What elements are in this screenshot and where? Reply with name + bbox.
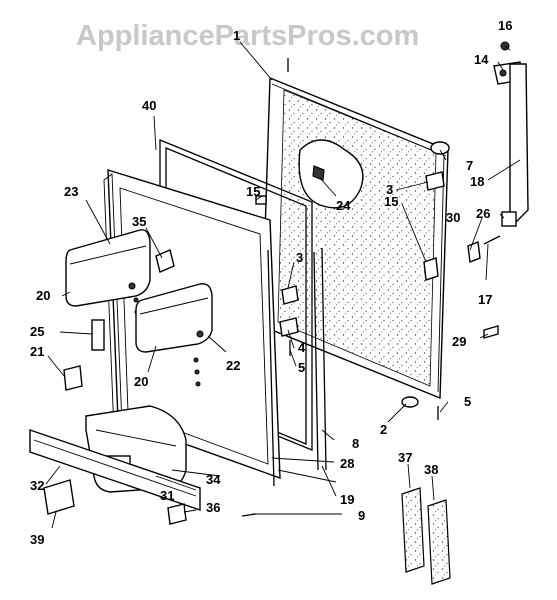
callout-32: 32 (30, 478, 44, 493)
callout-19: 19 (340, 492, 354, 507)
callout-labels: 1 2 3 3 4 5 5 7 8 9 14 15 15 16 17 18 19… (30, 18, 512, 547)
door-handle-18 (509, 63, 529, 224)
callout-15-right: 15 (384, 194, 398, 209)
callout-39: 39 (30, 532, 44, 547)
shelf-retainer-25 (91, 319, 105, 351)
callout-20-lower: 20 (134, 374, 148, 389)
callout-34: 34 (206, 472, 221, 487)
bracket-4 (279, 317, 299, 337)
screw-17 (483, 235, 501, 245)
outer-door-panel (261, 76, 449, 400)
end-cap-39 (43, 479, 75, 515)
callout-30: 30 (446, 210, 460, 225)
callout-36: 36 (206, 500, 220, 515)
callout-35: 35 (132, 214, 146, 229)
spacer-37 (401, 487, 425, 573)
callout-37: 37 (398, 450, 412, 465)
callout-16: 16 (498, 18, 512, 33)
bracket-3-lower (281, 285, 299, 305)
leader-lines (45, 41, 521, 529)
watermark: AppliancePartsPros.com (76, 20, 419, 52)
door-shelf-upper (65, 229, 151, 307)
callout-5-left: 5 (298, 360, 305, 375)
callout-7: 7 (466, 158, 473, 173)
hinge-bracket-3-upper (425, 171, 445, 191)
callout-25: 25 (30, 324, 44, 339)
plug-29 (483, 325, 499, 339)
bracket-21 (63, 365, 83, 391)
callout-22: 22 (226, 358, 240, 373)
callout-40: 40 (142, 98, 156, 113)
stop-bracket-15 (423, 257, 439, 281)
clip-24 (312, 165, 325, 181)
callout-8: 8 (352, 436, 359, 451)
callout-4: 4 (298, 340, 306, 355)
callout-18: 18 (470, 174, 484, 189)
callout-29: 29 (452, 334, 466, 349)
end-cap-36 (167, 503, 187, 525)
callout-28: 28 (340, 456, 354, 471)
callout-9: 9 (358, 508, 365, 523)
callout-26: 26 (476, 206, 490, 221)
callout-20-upper: 20 (36, 288, 50, 303)
callout-1: 1 (233, 28, 240, 43)
trim-strip (29, 429, 201, 511)
callout-24: 24 (336, 198, 351, 213)
bracket-30 (467, 241, 481, 263)
handle-end-cap-26 (501, 211, 517, 227)
hinge-cap-7 (430, 141, 450, 155)
callout-3-lower: 3 (296, 250, 303, 265)
callout-3-upper: 3 (386, 182, 393, 197)
callout-21: 21 (30, 344, 44, 359)
callout-15-left: 15 (246, 184, 260, 199)
spacer-38 (427, 499, 451, 585)
callout-2: 2 (380, 422, 387, 437)
callout-5-right: 5 (464, 394, 471, 409)
callout-31: 31 (160, 488, 174, 503)
callout-38: 38 (424, 462, 438, 477)
callout-17: 17 (478, 292, 492, 307)
callout-23: 23 (64, 184, 78, 199)
callout-14: 14 (474, 52, 489, 67)
door-shelf-lower (135, 283, 213, 353)
